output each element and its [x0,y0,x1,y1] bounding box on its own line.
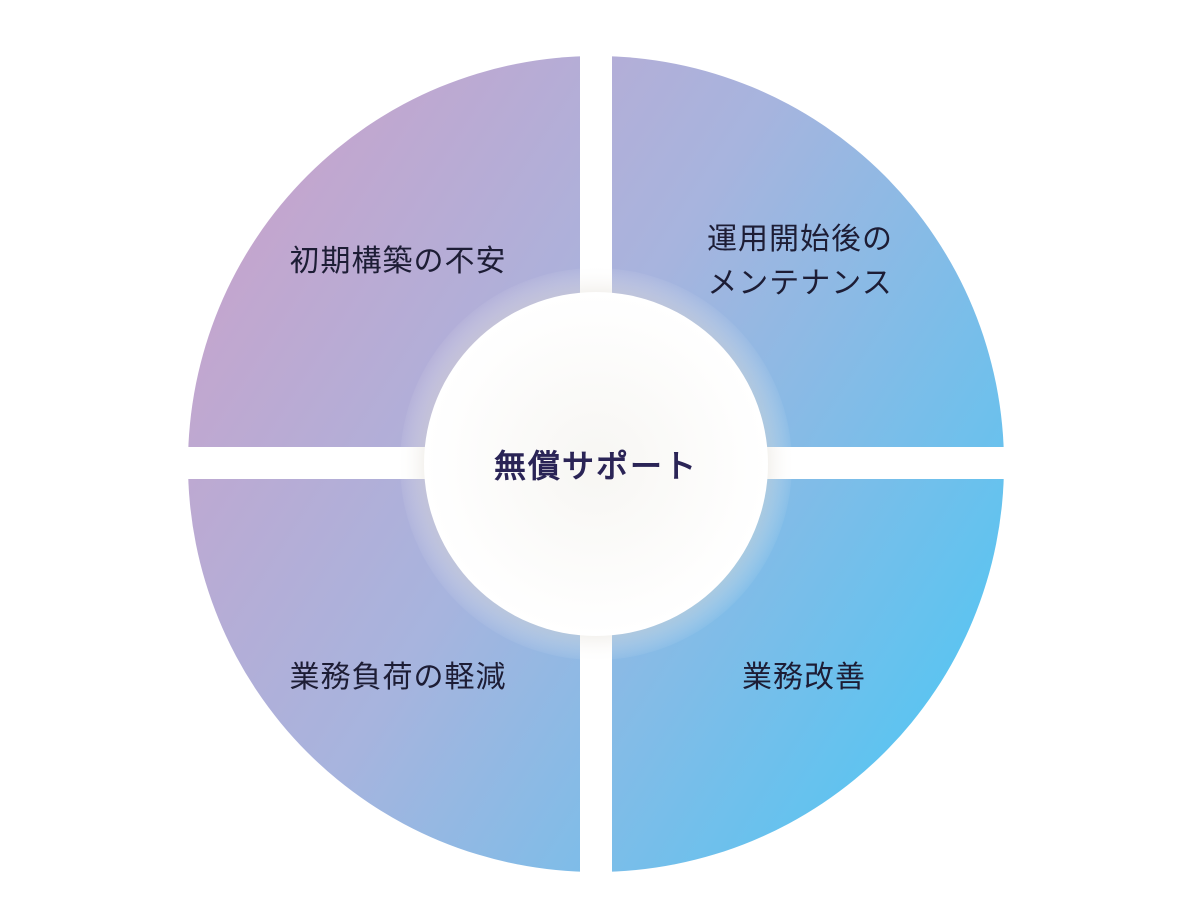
quadrant-label-top-right-line2: メンテナンス [707,266,893,301]
center-hub [424,292,768,636]
quadrant-label-bottom-left: 業務負荷の軽減 [289,660,507,695]
quadrant-label-top-left: 初期構築の不安 [289,244,507,279]
center-label: 無償サポート [493,447,699,485]
quadrant-label-top-right: 運用開始後の メンテナンス [707,218,893,306]
quadrant-label-bottom-right: 業務改善 [742,660,866,695]
quadrant-label-top-right-line1: 運用開始後の [707,222,893,257]
